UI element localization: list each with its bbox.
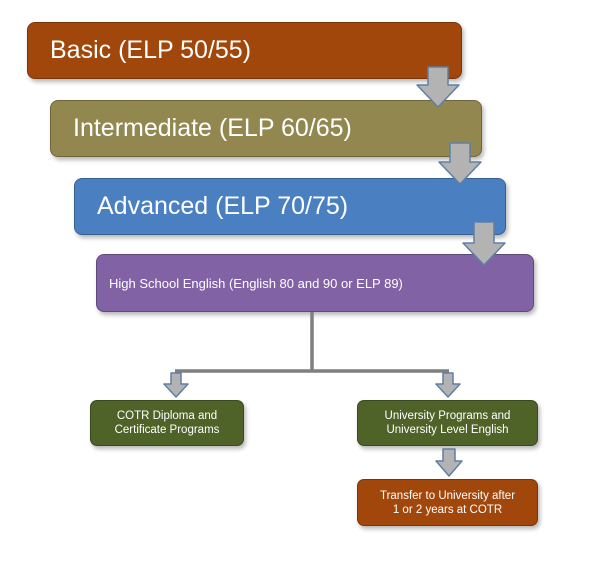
arrow-to-university: [435, 372, 461, 398]
high-school-english-box: High School English (English 80 and 90 o…: [96, 254, 534, 312]
cotr-programs-box: COTR Diploma and Certificate Programs: [90, 400, 244, 446]
basic-level-label: Basic (ELP 50/55): [50, 36, 252, 64]
intermediate-level-label: Intermediate (ELP 60/65): [73, 114, 352, 142]
connector-lines: [175, 312, 449, 373]
basic-level-box: Basic (ELP 50/55): [27, 22, 462, 79]
advanced-level-box: Advanced (ELP 70/75): [74, 178, 506, 235]
cotr-programs-label: COTR Diploma and Certificate Programs: [114, 410, 220, 436]
advanced-level-label: Advanced (ELP 70/75): [97, 192, 349, 220]
transfer-university-box: Transfer to University after 1 or 2 year…: [357, 479, 538, 526]
university-programs-box: University Programs and University Level…: [357, 400, 538, 446]
high-school-english-label: High School English (English 80 and 90 o…: [109, 275, 403, 291]
arrow-university-to-transfer: [435, 448, 463, 477]
transfer-university-label: Transfer to University after 1 or 2 year…: [379, 489, 516, 516]
arrow-to-cotr: [163, 372, 189, 398]
university-programs-label: University Programs and University Level…: [384, 410, 511, 436]
intermediate-level-box: Intermediate (ELP 60/65): [50, 100, 482, 157]
